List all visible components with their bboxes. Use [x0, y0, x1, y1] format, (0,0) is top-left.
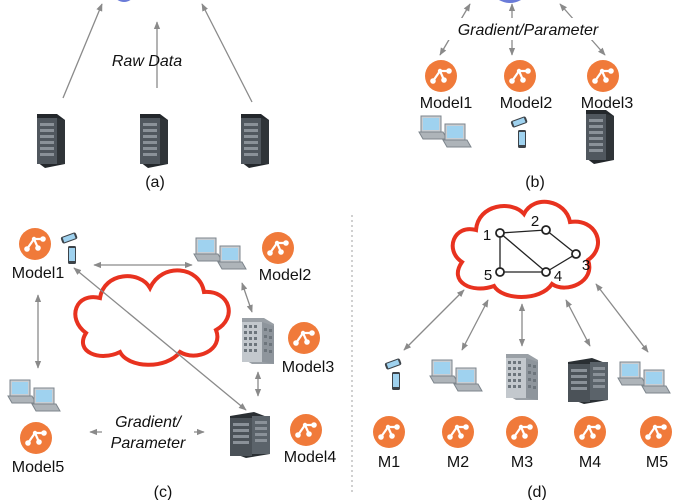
- model-label: Model1: [420, 95, 473, 112]
- model-icon: [572, 414, 608, 450]
- laptops-icon: [193, 237, 247, 270]
- cloud-fragment-a: [117, 0, 131, 2]
- laptops-icon: [418, 115, 472, 148]
- graph-node-label: 4: [554, 268, 562, 285]
- model-label: M2: [447, 454, 469, 471]
- model-label: Model5: [12, 459, 65, 476]
- server-icon: [37, 114, 65, 168]
- edge-label-raw-data: Raw Data: [112, 53, 182, 70]
- edge-label-parameter: Parameter: [111, 435, 186, 452]
- graph-node: [571, 249, 581, 259]
- model-icon: [440, 414, 476, 450]
- smartphone-icon: [510, 115, 528, 148]
- model-icon: [288, 412, 324, 448]
- model-label: M5: [646, 454, 668, 471]
- model-label: M1: [378, 454, 400, 471]
- model-label: Model3: [581, 95, 634, 112]
- building-icon: [242, 318, 274, 364]
- graph-edge: [545, 253, 577, 273]
- model-label: Model3: [282, 359, 335, 376]
- model-icon: [504, 414, 540, 450]
- model-icon: [585, 58, 621, 94]
- cloud-shape: [450, 199, 600, 299]
- server-rack-icon: [568, 358, 608, 404]
- edge-label-gradient-parameter: Gradient/Parameter: [458, 22, 599, 39]
- smartphone-icon: [384, 357, 402, 390]
- graph-node: [541, 267, 551, 277]
- graph-node-label: 5: [484, 267, 492, 284]
- graph-edge: [499, 232, 547, 273]
- graph-edge: [545, 229, 577, 255]
- caption-c: (c): [154, 484, 173, 500]
- graph-node-label: 2: [531, 213, 539, 230]
- model-icon: [371, 414, 407, 450]
- arrow-d-m5: [595, 283, 649, 353]
- graph-node: [495, 267, 505, 277]
- laptops-icon: [429, 359, 483, 392]
- model-icon: [17, 226, 53, 262]
- graph-node-label: 1: [483, 227, 491, 244]
- model-label: Model2: [259, 267, 312, 284]
- smartphone-icon: [60, 231, 78, 264]
- caption-d: (d): [527, 484, 547, 500]
- model-label: M4: [579, 454, 601, 471]
- graph-edge: [499, 229, 547, 234]
- laptops-icon: [617, 361, 671, 394]
- arrow-d-m2: [461, 299, 489, 351]
- cloud-fragment-b: [499, 0, 521, 3]
- panel-b: Gradient/Parameter Model1 Model2 Model3 …: [418, 0, 634, 191]
- model-icon: [502, 58, 538, 94]
- caption-b: (b): [525, 174, 545, 191]
- panel-c: Gradient/ Parameter Model1 Model2 Model3…: [7, 226, 337, 500]
- model-icon: [18, 420, 54, 456]
- model-icon: [260, 230, 296, 266]
- model-label: Model1: [12, 265, 65, 282]
- arrow-a-right: [201, 3, 253, 103]
- model-icon: [286, 320, 322, 356]
- arrow-d-m1: [403, 289, 465, 351]
- server-icon: [241, 114, 269, 168]
- server-rack-icon: [230, 412, 270, 458]
- model-label: Model2: [500, 95, 553, 112]
- panel-a: Raw Data (a): [37, 0, 269, 191]
- model-icon: [638, 414, 674, 450]
- model-label: M3: [511, 454, 533, 471]
- server-icon: [140, 114, 168, 168]
- model-label: Model4: [284, 449, 337, 466]
- cloud-shape: [73, 268, 231, 367]
- graph-node: [495, 228, 505, 238]
- arrow-d-m4: [565, 299, 591, 347]
- caption-a: (a): [145, 174, 165, 191]
- graph-node-label: 3: [582, 257, 590, 274]
- arrow-a-left: [62, 3, 103, 99]
- edge-label-gradient: Gradient/: [115, 414, 182, 431]
- arrow-c-model2-model3: [241, 282, 253, 313]
- graph-node: [541, 225, 551, 235]
- server-icon: [586, 110, 614, 164]
- panel-d: 1 2 3 4 5 M1 M2 M3 M4 M5 (d): [371, 199, 674, 500]
- model-icon: [423, 58, 459, 94]
- building-icon: [506, 354, 538, 400]
- laptops-icon: [7, 379, 61, 412]
- arrow-c-model1-model4: [73, 267, 247, 411]
